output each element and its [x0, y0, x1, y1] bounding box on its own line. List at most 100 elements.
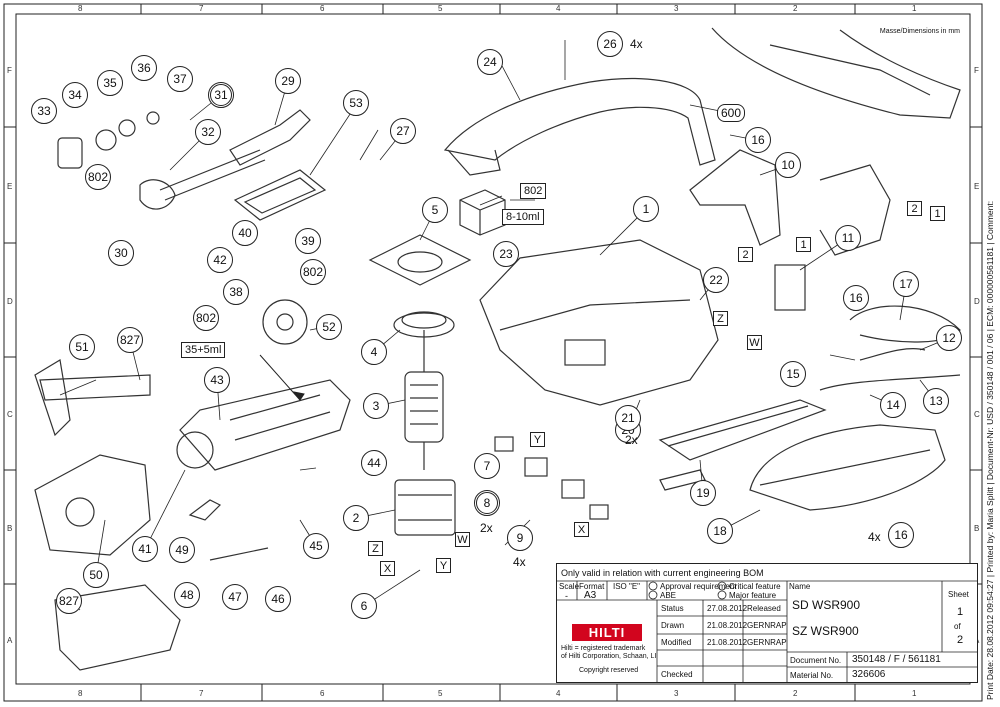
callout-16-top: 16 [745, 127, 771, 153]
callout-47: 47 [222, 584, 248, 610]
callout-802-nose: 802 [85, 164, 111, 190]
callout-802-top: 802 [520, 183, 547, 199]
ref-1-a: 1 [930, 206, 945, 221]
zone-top-7: 7 [199, 4, 204, 13]
callout-8: 8 [474, 490, 500, 516]
callout-23: 23 [493, 241, 519, 267]
callout-18: 18 [707, 518, 733, 544]
status-date: 27.08.2012 [707, 604, 748, 613]
ref-Y-top: Y [530, 432, 545, 447]
ref-2-a: 2 [907, 201, 922, 216]
callout-34: 34 [62, 82, 88, 108]
drawn-by: GERNRAP [747, 621, 787, 630]
copyright: Copyright reserved [579, 667, 639, 674]
callout-4: 4 [361, 339, 387, 365]
zone-left-E: E [7, 182, 13, 191]
zone-bottom-6: 6 [320, 689, 325, 698]
zone-bottom-7: 7 [199, 689, 204, 698]
zone-left-C: C [7, 410, 13, 419]
callout-13: 13 [923, 388, 949, 414]
zone-bottom-4: 4 [556, 689, 561, 698]
callout-22: 22 [703, 267, 729, 293]
drawn-date: 21.08.2012 [707, 621, 748, 630]
ref-Y-bottom: Y [436, 558, 451, 573]
zone-bottom-3: 3 [674, 689, 679, 698]
callout-45: 45 [303, 533, 329, 559]
name-2: SZ WSR900 [792, 624, 859, 638]
zone-right-E: E [974, 182, 980, 191]
ref-X-left: X [380, 561, 395, 576]
callout-31: 31 [208, 82, 234, 108]
qty-8: 2x [480, 521, 493, 535]
callout-44: 44 [361, 450, 387, 476]
modified-label: Modified [661, 638, 692, 647]
sheet-of: of [954, 622, 961, 631]
callout-9: 9 [507, 525, 533, 551]
zone-left-B: B [7, 524, 13, 533]
ref-W-left: W [455, 532, 470, 547]
name-label: Name [789, 582, 811, 591]
callout-50: 50 [83, 562, 109, 588]
callout-48: 48 [174, 582, 200, 608]
zone-right-C: C [974, 410, 980, 419]
callout-53: 53 [343, 90, 369, 116]
callout-40: 40 [232, 220, 258, 246]
checked-label: Checked [661, 670, 693, 679]
callout-16-bottom: 16 [888, 522, 914, 548]
callout-29: 29 [275, 68, 301, 94]
scale-label: Scale [559, 582, 580, 591]
zone-bottom-5: 5 [438, 689, 443, 698]
qty-26: 4x [630, 37, 643, 51]
ref-1-b: 1 [796, 237, 811, 252]
ref-X-right: X [574, 522, 589, 537]
zone-right-B: B [974, 524, 980, 533]
qty-9: 4x [513, 555, 526, 569]
callout-19: 19 [690, 480, 716, 506]
callout-36: 36 [131, 55, 157, 81]
abe-label: ABE [660, 591, 677, 600]
callout-35: 35 [97, 70, 123, 96]
format-value: A3 [584, 590, 597, 601]
callout-15: 15 [780, 361, 806, 387]
zone-left-D: D [7, 297, 13, 306]
callout-12: 12 [936, 325, 962, 351]
callout-24: 24 [477, 49, 503, 75]
ref-W-right: W [747, 335, 762, 350]
bom-note: Only valid in relation with current engi… [561, 568, 764, 578]
zone-top-8: 8 [78, 4, 83, 13]
trademark-line-2: of Hilti Corporation, Schaan, LI [561, 653, 657, 660]
sheet-total: 2 [957, 634, 964, 646]
lube-35-5ml: 35+5ml [181, 342, 226, 358]
ref-2-b: 2 [738, 247, 753, 262]
qty-21: 2x [625, 433, 638, 447]
callout-827-top: 827 [117, 327, 143, 353]
drawn-label: Drawn [661, 621, 685, 630]
callout-17: 17 [893, 271, 919, 297]
callout-2: 2 [343, 505, 369, 531]
callout-21: 21 [615, 405, 641, 431]
modified-by: GERNRAP [747, 638, 787, 647]
hilti-logo: HILTI [572, 624, 642, 641]
callout-41: 41 [132, 536, 158, 562]
zone-top-4: 4 [556, 4, 561, 13]
callout-3: 3 [363, 393, 389, 419]
title-block-grid [557, 580, 977, 682]
qty-16: 4x [868, 530, 881, 544]
material-no-label: Material No. [790, 671, 834, 680]
format-label: Format [579, 582, 605, 591]
zone-top-1: 1 [912, 4, 917, 13]
callout-10: 10 [775, 152, 801, 178]
callout-5: 5 [422, 197, 448, 223]
callout-42: 42 [207, 247, 233, 273]
callout-39: 39 [295, 228, 321, 254]
zone-right-D: D [974, 297, 980, 306]
callout-802-left: 802 [193, 305, 219, 331]
sheet-label: Sheet [948, 590, 969, 599]
callout-37: 37 [167, 66, 193, 92]
callout-32: 32 [195, 119, 221, 145]
zone-bottom-8: 8 [78, 689, 83, 698]
callout-51: 51 [69, 334, 95, 360]
callout-52: 52 [316, 314, 342, 340]
material-no: 326606 [852, 669, 886, 680]
zone-bottom-2: 2 [793, 689, 798, 698]
